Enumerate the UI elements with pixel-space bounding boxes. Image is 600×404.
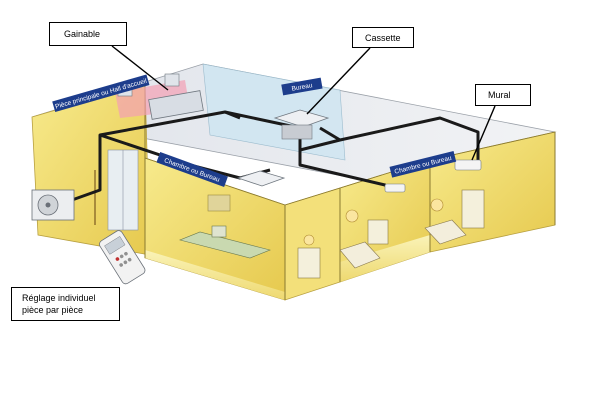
pointer-cassette: [306, 47, 371, 115]
lamp: [303, 234, 315, 246]
cassette-unit: [273, 109, 330, 128]
chambre-floor: [145, 250, 285, 300]
mural-units: [384, 159, 482, 193]
pipe: [319, 126, 341, 142]
mural-unit: [384, 183, 406, 193]
callout-pointers: [111, 45, 496, 161]
lamp: [345, 209, 359, 223]
callout-reglage: Réglage individuel pièce par pièce: [11, 287, 120, 321]
room-label-bureau: Bureau: [281, 77, 323, 96]
desk-monitor: [211, 225, 227, 238]
chambre-room-side-wall: [284, 187, 341, 301]
cassette-unit-body: [281, 124, 313, 140]
bed: [424, 219, 467, 245]
callout-gainable-text: Gainable: [64, 29, 101, 39]
outdoor-unit: [31, 189, 75, 221]
furniture: [94, 149, 485, 279]
desk: [179, 231, 271, 259]
gainable-duct-vent: [164, 73, 180, 87]
callout-cassette-text: Cassette: [365, 32, 401, 43]
nightstand: [367, 219, 389, 245]
fan-hub: [45, 202, 51, 208]
pointer-gainable: [111, 45, 169, 91]
callout-gainable: Gainable: [49, 22, 127, 46]
pointer-mural: [471, 105, 496, 161]
callout-cassette: Cassette: [352, 27, 414, 48]
bed: [339, 241, 381, 269]
lamp: [430, 198, 444, 212]
remote-control-icon: [99, 230, 146, 285]
wall-picture: [207, 194, 231, 212]
callout-mural-text: Mural: [488, 90, 511, 100]
bedroom-floor: [340, 235, 430, 282]
callout-reglage-line2: pièce par pièce: [22, 305, 84, 315]
cassette-unit: [236, 170, 286, 187]
svg-text:Bureau: Bureau: [291, 82, 313, 93]
dresser: [297, 247, 321, 279]
mural-unit: [454, 159, 482, 171]
gainable-duct-box: [148, 90, 204, 120]
callout-mural: Mural: [475, 84, 531, 106]
wardrobe: [461, 189, 485, 229]
cassette-units: [236, 109, 330, 187]
callout-reglage-line1: Réglage individuel: [22, 293, 96, 303]
